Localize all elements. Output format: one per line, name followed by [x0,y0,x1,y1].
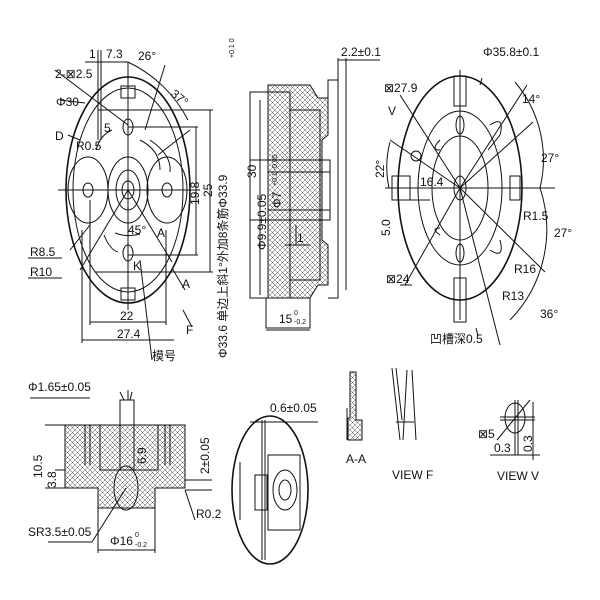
section-a-a-label: A-A [346,452,366,466]
dim-0-3-horizontal: 0.3 [494,441,511,455]
dim-1: 1 [89,47,96,61]
dim-6-9: 6.9 [135,447,149,464]
dia-16-tol-bottom: -0.2 [135,542,147,549]
dia-35-8: Φ35.8±0.1 [483,45,540,59]
dim-15: 15 [279,312,293,326]
view-v-label: VIEW V [497,469,539,483]
r0-2: R0.2 [196,507,222,521]
aux-views: A-A VIEW F VIEW V ⊠5 0.3 0.3 [346,367,540,483]
dia-30: Φ30 [56,95,79,109]
groove-depth: 凹槽深0.5 [430,332,483,346]
label-v: V [388,104,396,118]
dim-16-4: 16.4 [420,175,444,189]
angle-27-bottom: 27° [554,226,572,240]
dim-1-side: 1 [297,231,304,245]
angle-27-top: 27° [541,151,559,165]
dim-0-6: 0.6±0.05 [270,401,317,415]
r16: R16 [514,262,536,276]
angle-26: 26° [138,49,156,63]
rib-note: Φ33.6 单边上斜1°外加8条筋Φ33.9 [215,174,230,358]
dia-16: Φ16 [110,534,133,548]
dim-7-3: 7.3 [106,47,123,61]
sr3-5: SR3.5±0.05 [28,525,92,539]
dim-5: 5 [104,121,111,135]
angle-14: 14° [522,92,540,106]
rib-note-tolerance: +0.1 0 [229,38,236,58]
label-k: K [133,259,141,273]
dim-30: 30 [245,164,259,178]
mold-number-label: 模号 [152,349,176,363]
r8-5: R8.5 [30,245,56,259]
dim-15-tol-bottom: -0.2 [294,319,306,326]
angle-37: 37° [168,87,191,110]
label-a-top: A [157,226,165,240]
dim-10-5: 10.5 [31,454,45,478]
dim-2-2: 2.2±0.1 [341,45,381,59]
r13: R13 [502,289,524,303]
angle-45: 45° [128,223,146,237]
sq-5: ⊠5 [478,427,495,441]
r0-5: R0.5 [76,139,102,153]
dia-1-65: Φ1.65±0.05 [28,380,91,394]
r10: R10 [30,265,52,279]
dim-15-tol-top: 0 [294,310,298,317]
dim-22: 22 [120,309,134,323]
slot-2x2-5: 2-⊠2.5 [55,67,93,81]
detail-view: 0.6±0.05 [231,401,318,565]
angle-36: 36° [540,307,558,321]
sq-27-9: ⊠27.9 [384,81,418,95]
dia-7: Φ7 [270,191,284,208]
dim-0-3-vertical: 0.3 [521,435,535,452]
dia-9-9: Φ9.9±0.05 [255,193,269,250]
label-f: F [186,323,193,337]
sq-24: ⊠24 [386,272,410,286]
rear-view: Φ35.8±0.1 ⊠27.9 V 14° 22° 16.4 27° 5.0 R… [373,45,572,346]
r1-5: R1.5 [523,209,549,223]
dim-19-8: 19.8 [188,181,202,205]
view-f-label: VIEW F [392,468,433,482]
label-a-bottom: A [182,277,190,291]
dim-5-0: 5.0 [379,219,393,236]
dia-16-tol-top: 0 [135,532,139,539]
dim-25: 25 [201,183,215,197]
dia-7-tolerance: +0.1 -0.05 [272,154,279,186]
dim-2: 2±0.05 [198,437,212,474]
label-d: D [55,129,64,143]
side-view: Φ33.6 单边上斜1°外加8条筋Φ33.9 +0.1 0 2.2±0.1 30… [215,38,381,358]
angle-22: 22° [373,160,387,178]
dim-27-4: 27.4 [117,327,141,341]
dim-3-8: 3.8 [45,471,59,488]
front-view: 1 7.3 26° 37° 2-⊠2.5 Φ30 D 5 R0.5 19.8 2… [28,47,215,363]
section-view: Φ1.65±0.05 10.5 3.8 6.9 2±0.05 R0.2 SR3.… [28,380,222,553]
